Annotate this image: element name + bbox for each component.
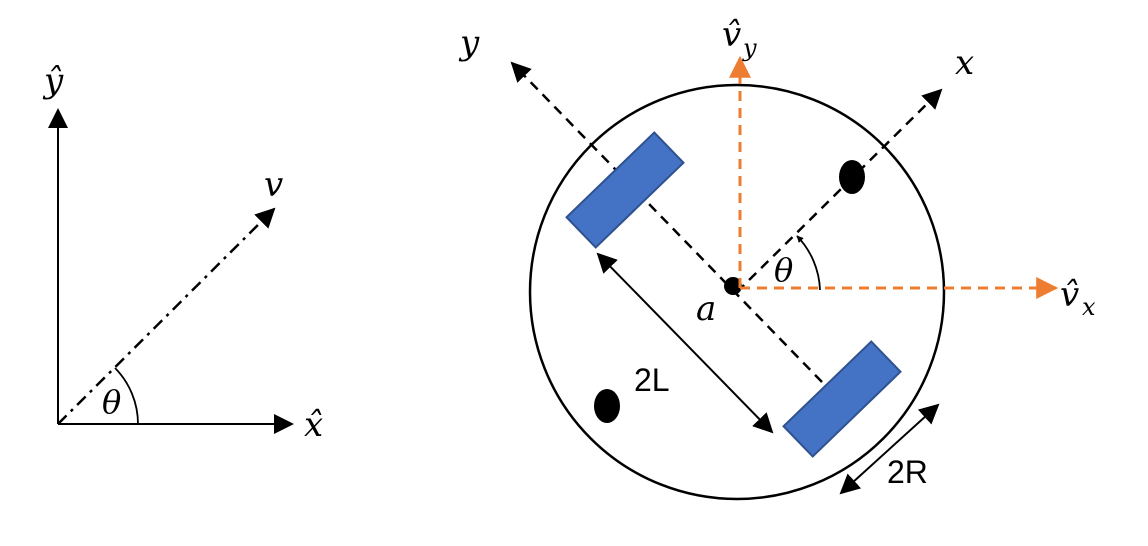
vx-label-main: v̂ <box>1060 275 1079 315</box>
world-angle-label: θ <box>102 383 121 421</box>
vy-label: v̂ y <box>722 15 757 62</box>
wheelbase-label: 2L <box>634 362 670 398</box>
world-y-axis-label: ŷ <box>42 61 64 101</box>
vy-label-subscript: y <box>742 34 757 62</box>
front-caster <box>839 160 865 194</box>
velocity-vector <box>57 207 276 425</box>
robot-angle-label: θ <box>774 251 793 289</box>
world-angle-arc <box>114 367 139 425</box>
world-x-axis-label: x̂ <box>304 405 323 445</box>
robot-x-axis-label: x <box>955 43 974 83</box>
world-frame: ŷ x̂ v θ <box>42 61 323 445</box>
robot-y-axis <box>510 61 823 383</box>
robot-x-axis <box>736 88 943 293</box>
robot-body: y x v̂ y v̂ x θ a 2L 2R <box>458 15 1096 501</box>
vy-label-main: v̂ <box>722 15 741 55</box>
wheelbase-dimension <box>596 252 774 434</box>
vx-label-subscript: x <box>1082 293 1096 321</box>
center-label: a <box>696 289 716 329</box>
robot-chassis-circle <box>528 83 946 501</box>
left-wheel <box>565 131 685 249</box>
velocity-label: v <box>264 165 283 205</box>
robot-angle-arc <box>796 235 821 291</box>
rear-caster <box>594 389 620 423</box>
wheel-diameter-label: 2R <box>887 454 928 490</box>
wheel-diameter-dimension <box>839 403 940 495</box>
robot-y-axis-label: y <box>458 23 480 63</box>
vx-label: v̂ x <box>1060 275 1096 321</box>
